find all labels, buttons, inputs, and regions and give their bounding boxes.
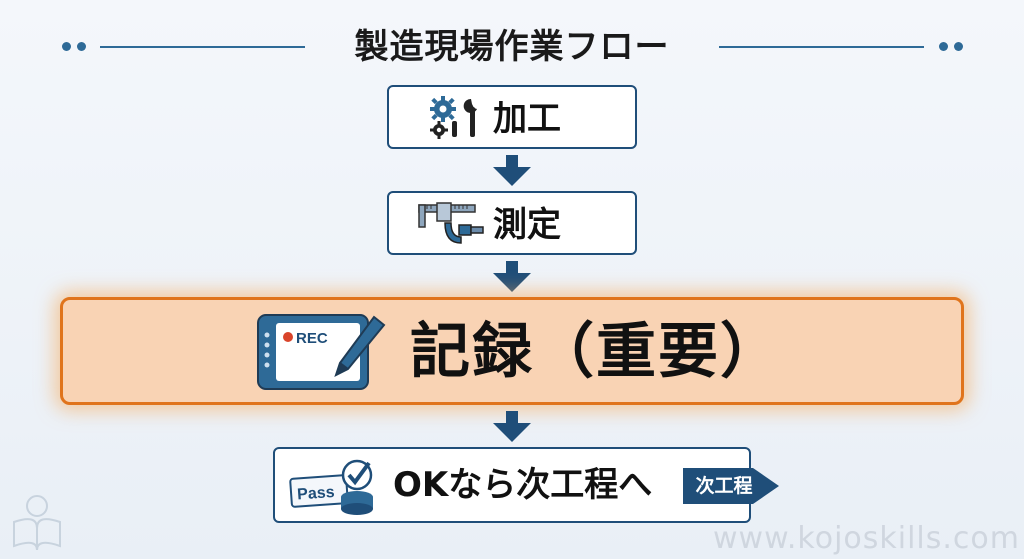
flow-step-next-process: Pass OKなら次工程へ 次工程 — [273, 447, 779, 523]
svg-text:REC: REC — [296, 330, 328, 347]
caliper-micrometer-icon — [418, 202, 484, 244]
svg-text:Pass: Pass — [297, 484, 336, 504]
flow-step-measurement: 測定 — [387, 191, 637, 255]
decor-dot — [939, 42, 948, 51]
down-arrow-icon — [493, 155, 531, 186]
flow-step-machining: 加工 — [387, 85, 637, 149]
step-label: 加工 — [493, 99, 561, 139]
gear-wrench-icon — [430, 96, 477, 139]
pass-checkmark-icon: Pass — [289, 459, 373, 515]
step-label: 記録（重要） — [410, 317, 782, 387]
down-arrow-icon — [493, 411, 531, 442]
flow-step-record-important: REC 記録（重要） — [60, 297, 964, 405]
title-rule-left — [100, 46, 305, 48]
step-label: 測定 — [493, 205, 561, 245]
decor-dot — [77, 42, 86, 51]
title-row: 製造現場作業フロー — [0, 22, 1024, 72]
next-process-tag-arrow — [683, 468, 779, 504]
decor-dot — [62, 42, 71, 51]
decor-dot — [954, 42, 963, 51]
page-title: 製造現場作業フロー — [354, 27, 670, 67]
rec-tablet-icon: REC — [257, 314, 386, 390]
down-arrow-icon — [493, 261, 531, 292]
watermark: www.kojoskills.com — [713, 521, 1020, 556]
book-reader-logo-icon — [13, 495, 61, 551]
title-rule-right — [719, 46, 924, 48]
step-label: OKなら次工程へ — [393, 465, 653, 505]
